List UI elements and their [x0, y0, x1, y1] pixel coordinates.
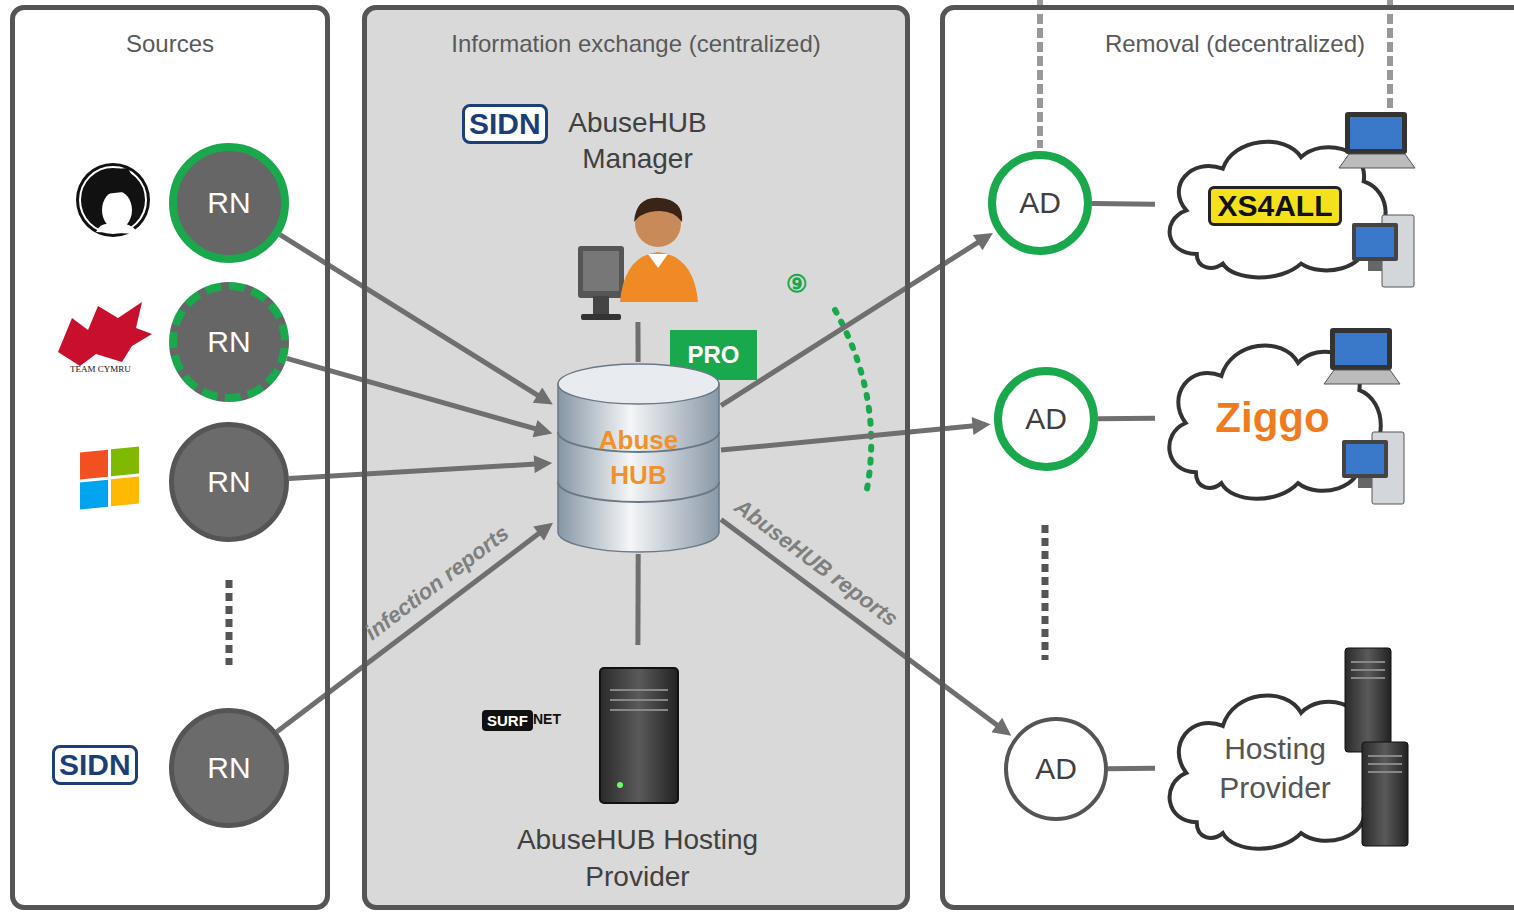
dotted-line: [1387, 0, 1393, 108]
reporter-circle: RN: [169, 422, 289, 542]
manager-icon: [578, 198, 698, 320]
logo-caption: TEAM CYMRU: [70, 364, 131, 374]
node-text: AbuseHUB Manager: [537, 105, 738, 178]
hosting-cloud: Hosting Provider: [1155, 680, 1395, 855]
connector: [635, 322, 640, 362]
callout-number: ⑨: [786, 270, 808, 298]
connector: [1092, 201, 1155, 207]
node-text: AD: [1025, 402, 1067, 436]
manager-node: AbuseHUB Manager: [537, 105, 738, 322]
node-text: Information exchange (centralized): [451, 30, 821, 58]
node-text: Abuse HUB: [589, 423, 689, 493]
connector: [635, 554, 640, 645]
connector: [721, 426, 974, 450]
connector: [1098, 416, 1155, 421]
dotted-line: [1037, 0, 1043, 148]
node-text: Sources: [126, 30, 214, 58]
node-text: RN: [207, 325, 250, 359]
cylinder-shape: [556, 362, 721, 554]
reporter-circle: RN: [169, 282, 289, 402]
reporter-circle: RN: [169, 143, 289, 263]
node-text: AbuseHUB Hosting Provider: [492, 822, 783, 895]
scope-arc: [835, 310, 871, 494]
distributor-circle: AD: [1004, 717, 1108, 821]
connector: [280, 235, 539, 396]
device-icons: [1155, 680, 1395, 855]
distributor-circle: AD: [988, 151, 1092, 255]
reporter-circle: RN: [169, 708, 289, 828]
panel-fill: [362, 5, 910, 910]
sidn-logo: SIDN: [462, 104, 548, 144]
windows-logo: [80, 446, 139, 509]
ellipsis: [1042, 525, 1049, 660]
node-text: PRO: [687, 341, 739, 369]
database-cylinder: Abuse HUB: [556, 362, 721, 554]
sidn-logo: SIDN: [52, 745, 138, 785]
isp-cloud: XS4ALL: [1155, 128, 1395, 283]
dragon-logo: [58, 302, 152, 366]
node-text: AD: [1019, 186, 1061, 220]
connector: [287, 358, 537, 429]
spy-icon: [76, 163, 150, 237]
node-text: Ziggo: [1215, 394, 1329, 442]
connector: [721, 519, 998, 726]
node-text: Removal (decentralized): [1105, 30, 1365, 58]
distributor-circle: AD: [994, 367, 1098, 471]
surfnet-logo: SURF: [482, 710, 533, 731]
column-panel: Removal (decentralized)ADXS4ALLADZiggoAD…: [940, 5, 1514, 910]
column-panel: Information exchange (centralized) AbuseH…: [362, 5, 910, 910]
node-text: Hosting Provider: [1190, 729, 1360, 807]
node-text: XS4ALL: [1208, 186, 1341, 226]
connector: [277, 533, 540, 732]
surfnet-logo: NET: [533, 711, 561, 727]
node-text: RN: [207, 751, 250, 785]
isp-cloud: Ziggo: [1155, 330, 1390, 505]
hosting-node: AbuseHUB Hosting Provider: [492, 645, 783, 895]
node-text: RN: [207, 186, 250, 220]
server-icon: [600, 668, 678, 803]
node-text: AD: [1035, 752, 1077, 786]
ellipsis: [226, 580, 233, 665]
node-text: RN: [207, 465, 250, 499]
connector: [1108, 766, 1155, 771]
